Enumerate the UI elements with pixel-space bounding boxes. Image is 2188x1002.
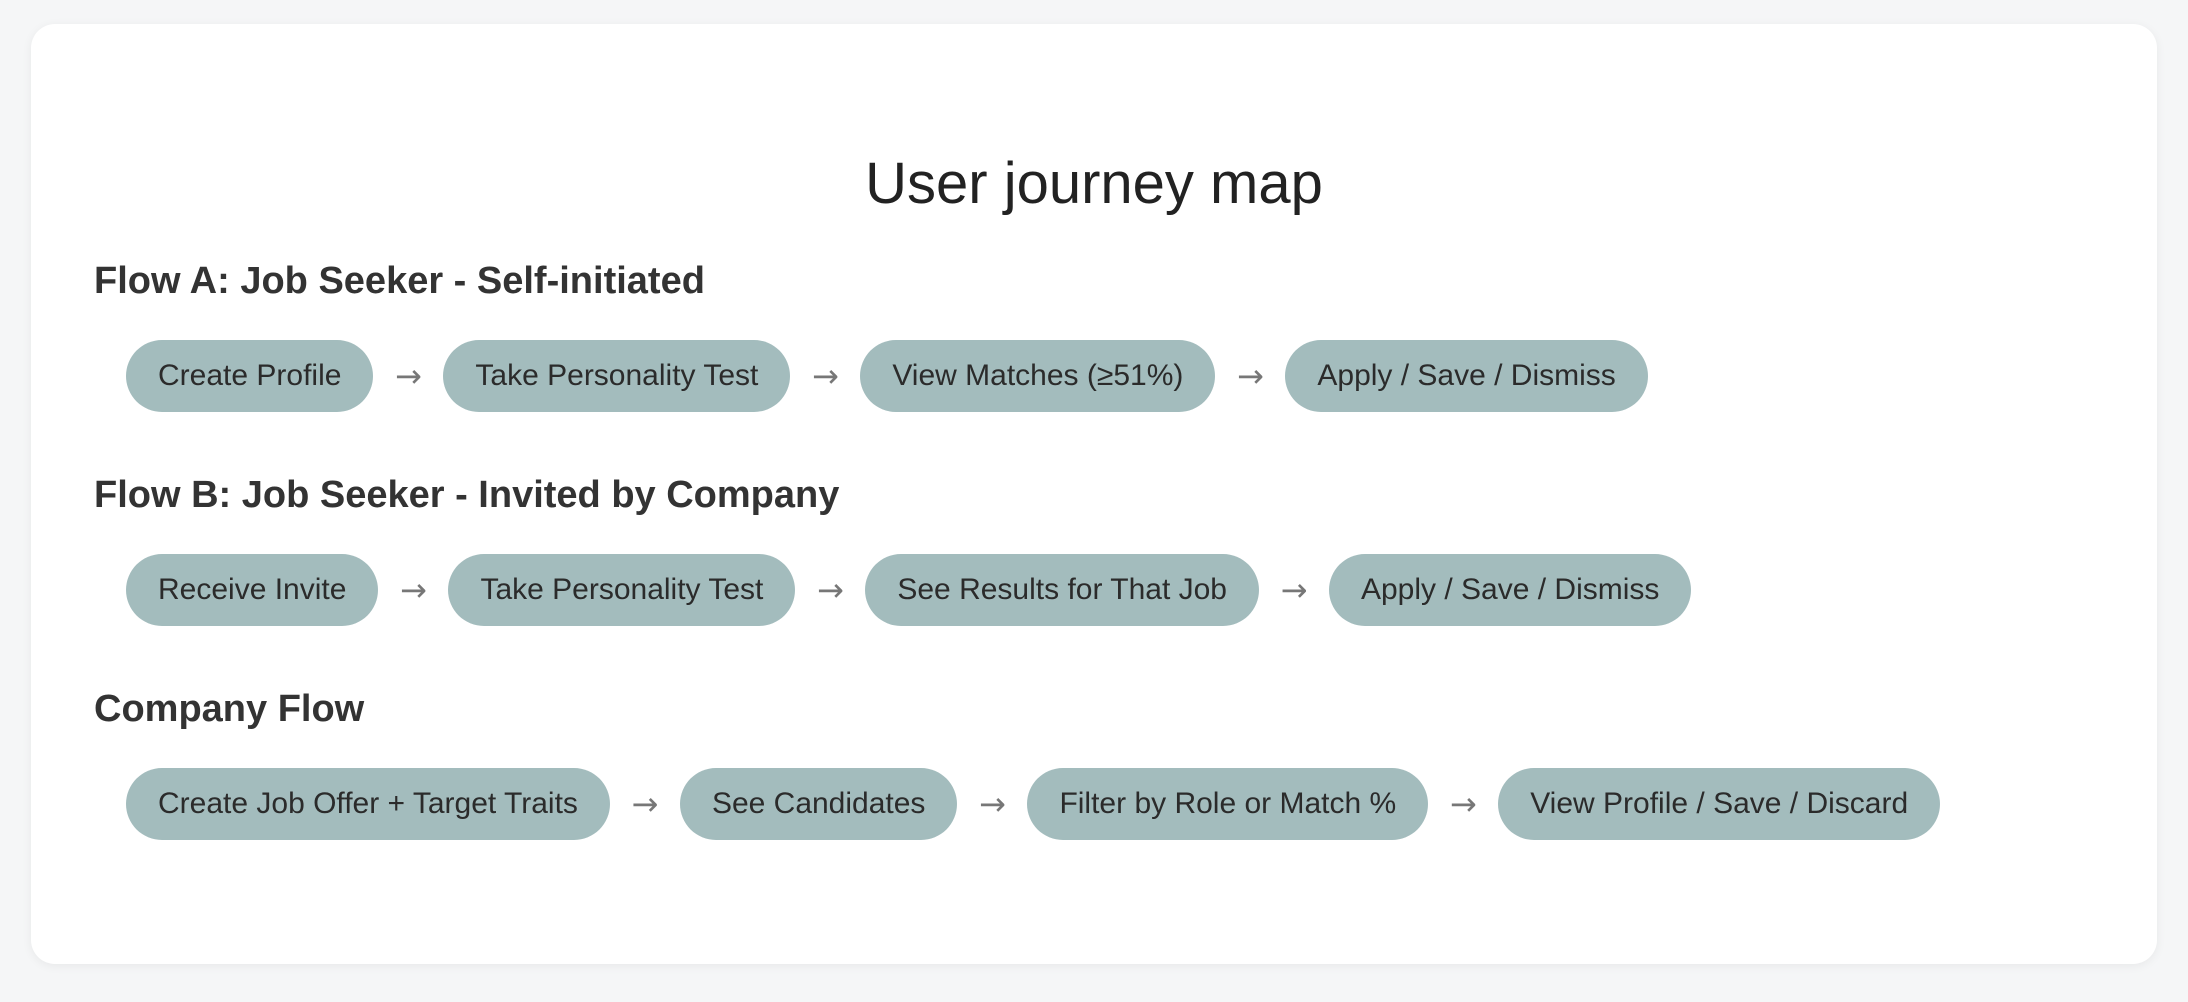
flow-a-step-take-personality-test: Take Personality Test: [443, 340, 791, 412]
arrow-right-icon: →: [1236, 357, 1264, 395]
company-step-view-profile: View Profile / Save / Discard: [1498, 768, 1941, 840]
arrow-right-icon: →: [1280, 571, 1308, 609]
arrow-right-icon: →: [979, 785, 1006, 823]
company-step-create-job-offer: Create Job Offer + Target Traits: [126, 768, 610, 840]
arrow-right-icon: →: [395, 357, 422, 395]
flow-a-step-apply-save-dismiss: Apply / Save / Dismiss: [1285, 340, 1648, 412]
flow-b-step-see-results: See Results for That Job: [865, 554, 1259, 626]
flow-a-step-create-profile: Create Profile: [126, 340, 374, 412]
company-step-filter: Filter by Role or Match %: [1027, 768, 1429, 840]
arrow-right-icon: →: [400, 571, 427, 609]
company-step-see-candidates: See Candidates: [679, 768, 958, 840]
flow-b-step-take-personality-test: Take Personality Test: [448, 554, 796, 626]
flow-a-steps: Create Profile → Take Personality Test →…: [126, 340, 1648, 412]
arrow-right-icon: →: [811, 357, 839, 395]
company-flow: Company Flow Create Job Offer + Target T…: [94, 684, 1941, 840]
journey-map-card: User journey map Flow A: Job Seeker - Se…: [31, 24, 2157, 964]
flow-a-step-view-matches: View Matches (≥51%): [860, 340, 1216, 412]
arrow-right-icon: →: [1449, 785, 1477, 823]
company-flow-steps: Create Job Offer + Target Traits → See C…: [126, 768, 1941, 840]
arrow-right-icon: →: [816, 571, 844, 609]
arrow-right-icon: →: [631, 785, 659, 823]
flow-b-step-receive-invite: Receive Invite: [126, 554, 379, 626]
flow-b-steps: Receive Invite → Take Personality Test →…: [126, 554, 1692, 626]
page-title: User journey map: [865, 151, 1323, 216]
flow-b-heading: Flow B: Job Seeker - Invited by Company: [94, 474, 840, 516]
flow-b: Flow B: Job Seeker - Invited by Company …: [94, 470, 1692, 626]
flow-a: Flow A: Job Seeker - Self-initiated Crea…: [94, 256, 1648, 412]
company-flow-heading: Company Flow: [94, 688, 365, 730]
flow-b-step-apply-save-dismiss: Apply / Save / Dismiss: [1328, 554, 1692, 626]
flow-a-heading: Flow A: Job Seeker - Self-initiated: [94, 260, 705, 302]
